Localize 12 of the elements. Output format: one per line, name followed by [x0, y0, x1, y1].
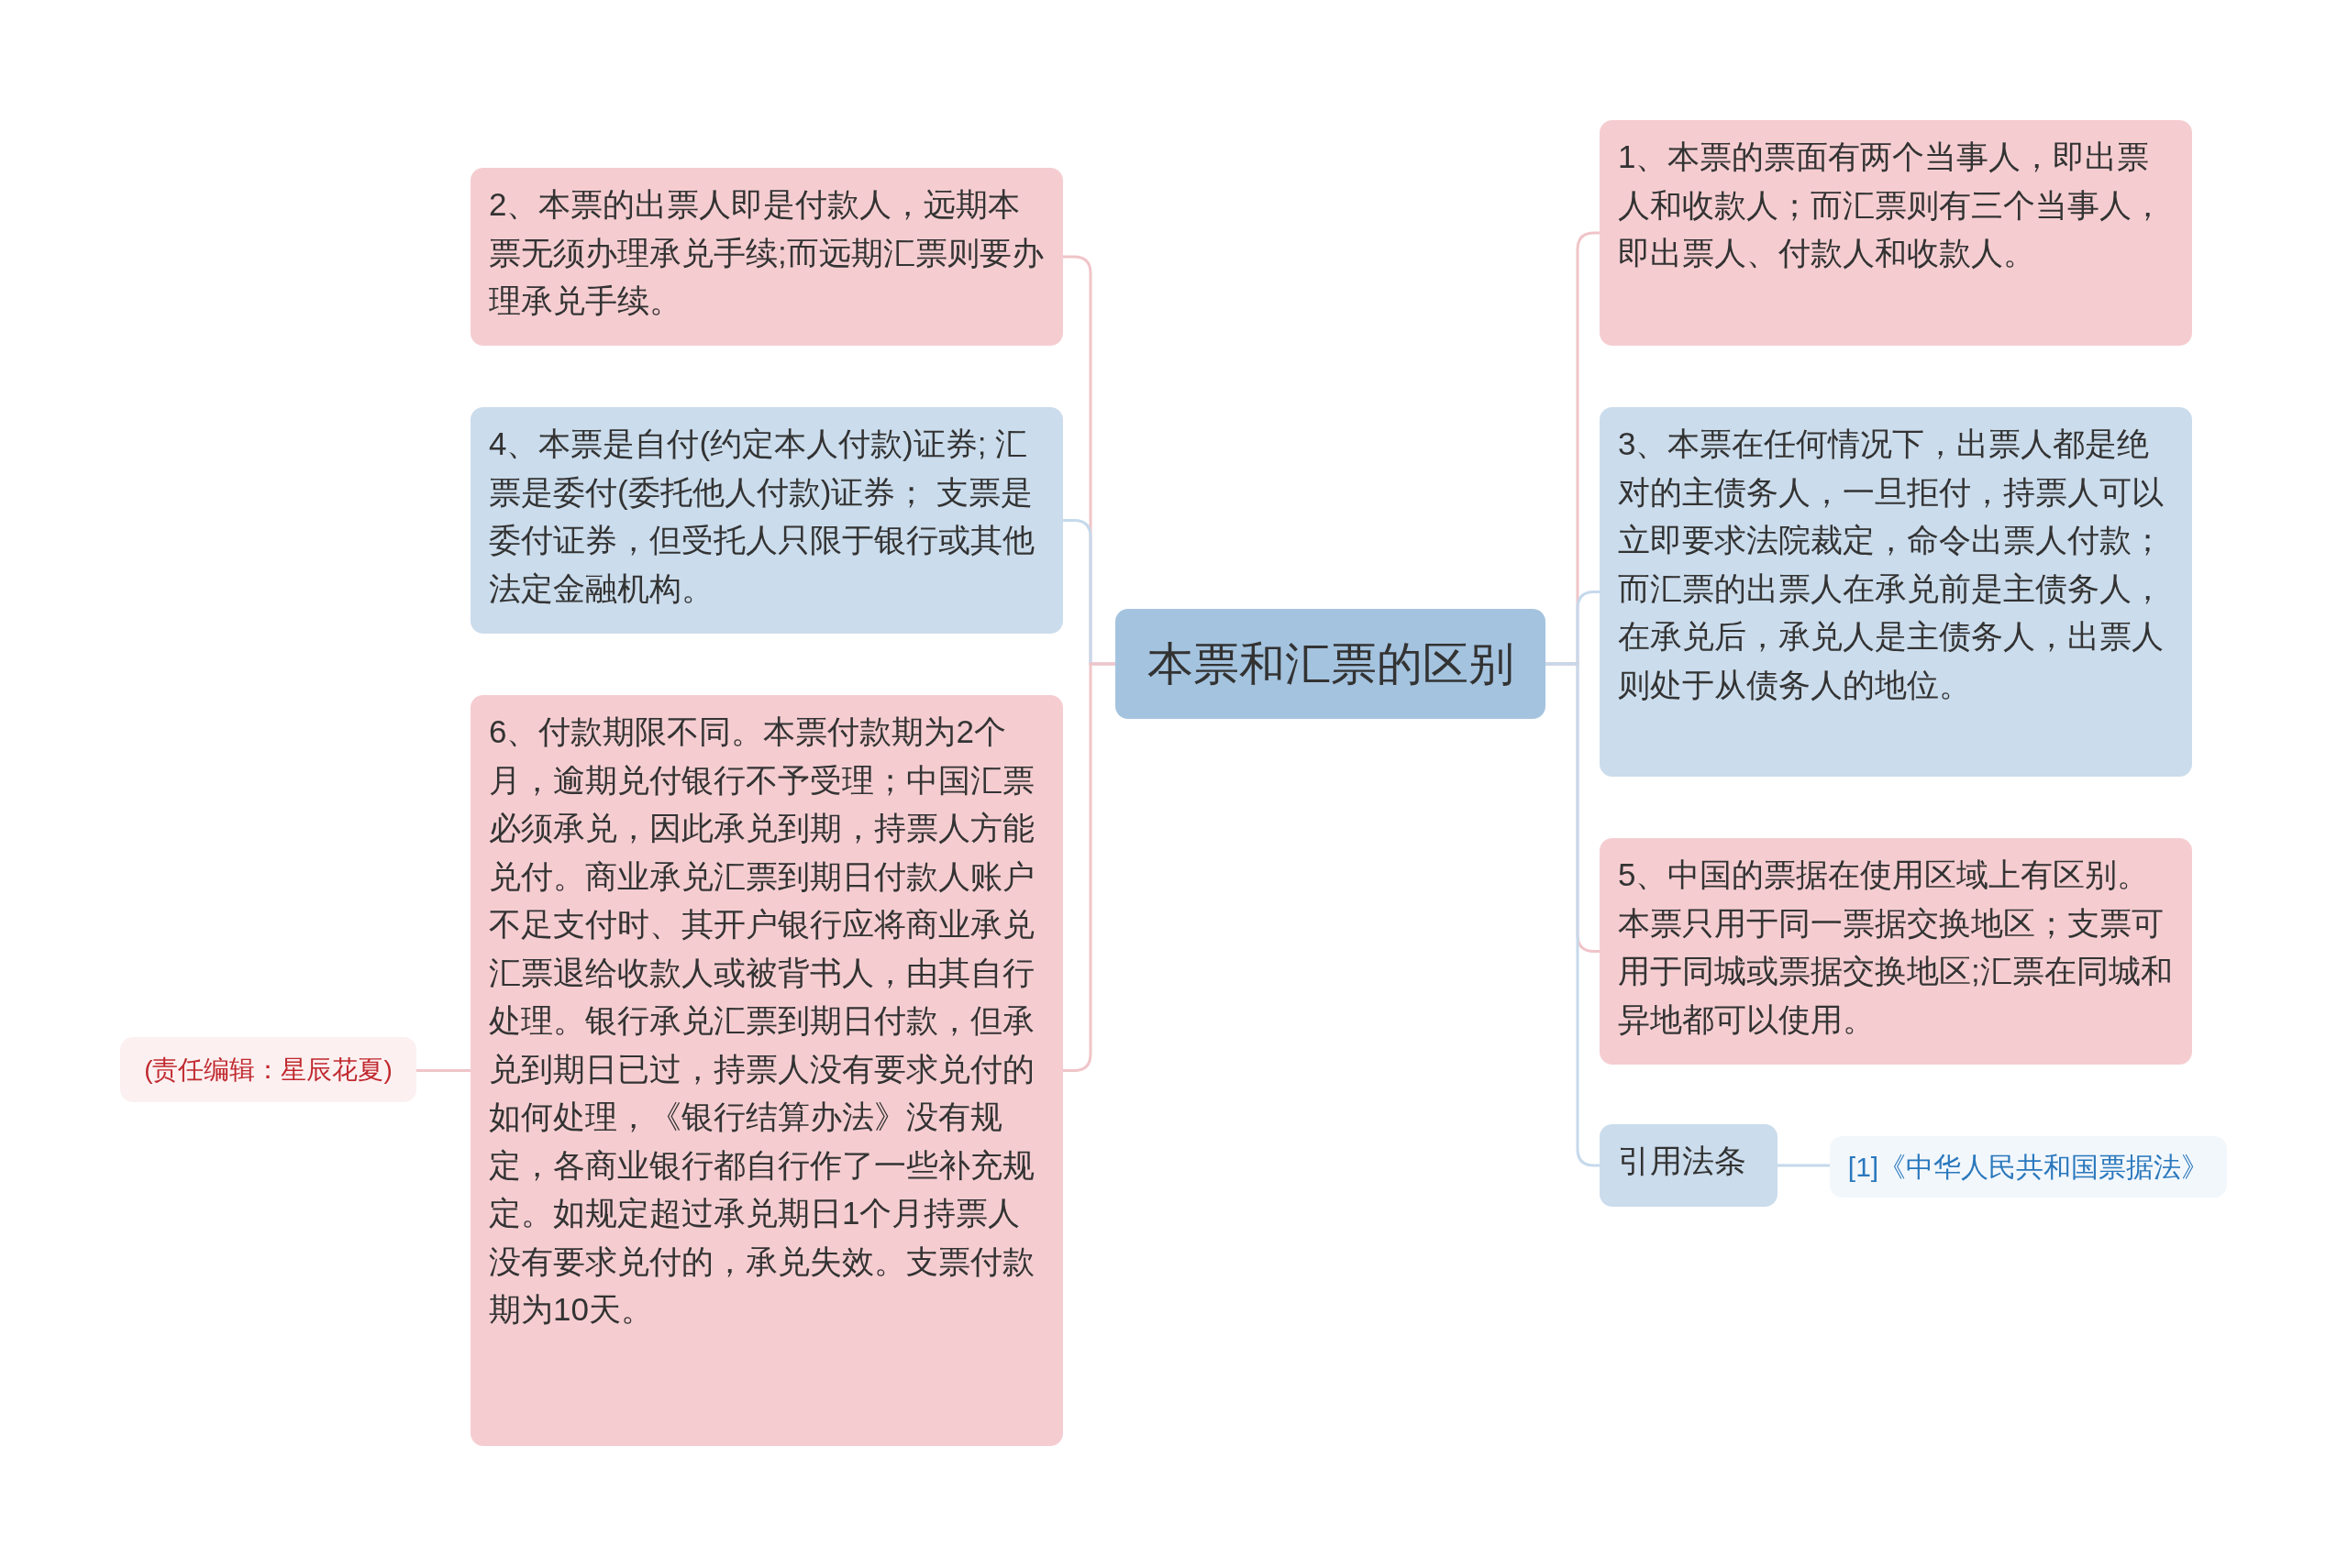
reference-link: [1]《中华人民共和国票据法》	[1830, 1136, 2227, 1198]
editor-note: (责任编辑：星辰花夏)	[120, 1037, 416, 1102]
topic-box: 5、中国的票据在使用区域上有区别。本票只用于同一票据交换地区；支票可用于同城或票据交换地区;汇票在同城和异地都可以使用。	[1600, 838, 2192, 1065]
central-topic-box: 本票和汇票的区别	[1115, 609, 1545, 719]
topic-box: 1、本票的票面有两个当事人，即出票人和收款人；而汇票则有三个当事人，即出票人、付款人和收款人。	[1600, 120, 2192, 346]
connector	[1778, 1164, 1830, 1167]
topic-box: 4、本票是自付(约定本人付款)证券; 汇票是委付(委托他人付款)证券； 支票是委付证券，但受托人只限于银行或其他法定金融机构。	[471, 407, 1063, 634]
connector	[416, 1069, 471, 1072]
topic-box: 2、本票的出票人即是付款人，远期本票无须办理承兑手续;而远期汇票则要办理承兑手续。	[471, 168, 1063, 346]
topic-box: 3、本票在任何情况下，出票人都是绝对的主债务人，一旦拒付，持票人可以立即要求法院裁定，命令出票人付款；而汇票的出票人在承兑前是主债务人，在承兑后，承兑人是主债务人，出票人则处于从债务人的地位。	[1600, 407, 2192, 777]
topic-box: 6、付款期限不同。本票付款期为2个月，逾期兑付银行不予受理；中国汇票必须承兑，因此承兑到期，持票人方能兑付。商业承兑汇票到期日付款人账户不足支付时、其开户银行应将商业承兑汇票退给收款人或被背书人，由其自行处理。银行承兑汇票到期日付款，但承兑到期日已过，持票人没有要求兑付的如何处理，《银行结算办法》没有规定，各商业银行都自行作了一些补充规定。如规定超过承兑期日1个月持票人没有要求兑付的，承兑失效。支票付款期为10天。	[471, 695, 1063, 1446]
topic-box: 引用法条	[1600, 1124, 1778, 1207]
